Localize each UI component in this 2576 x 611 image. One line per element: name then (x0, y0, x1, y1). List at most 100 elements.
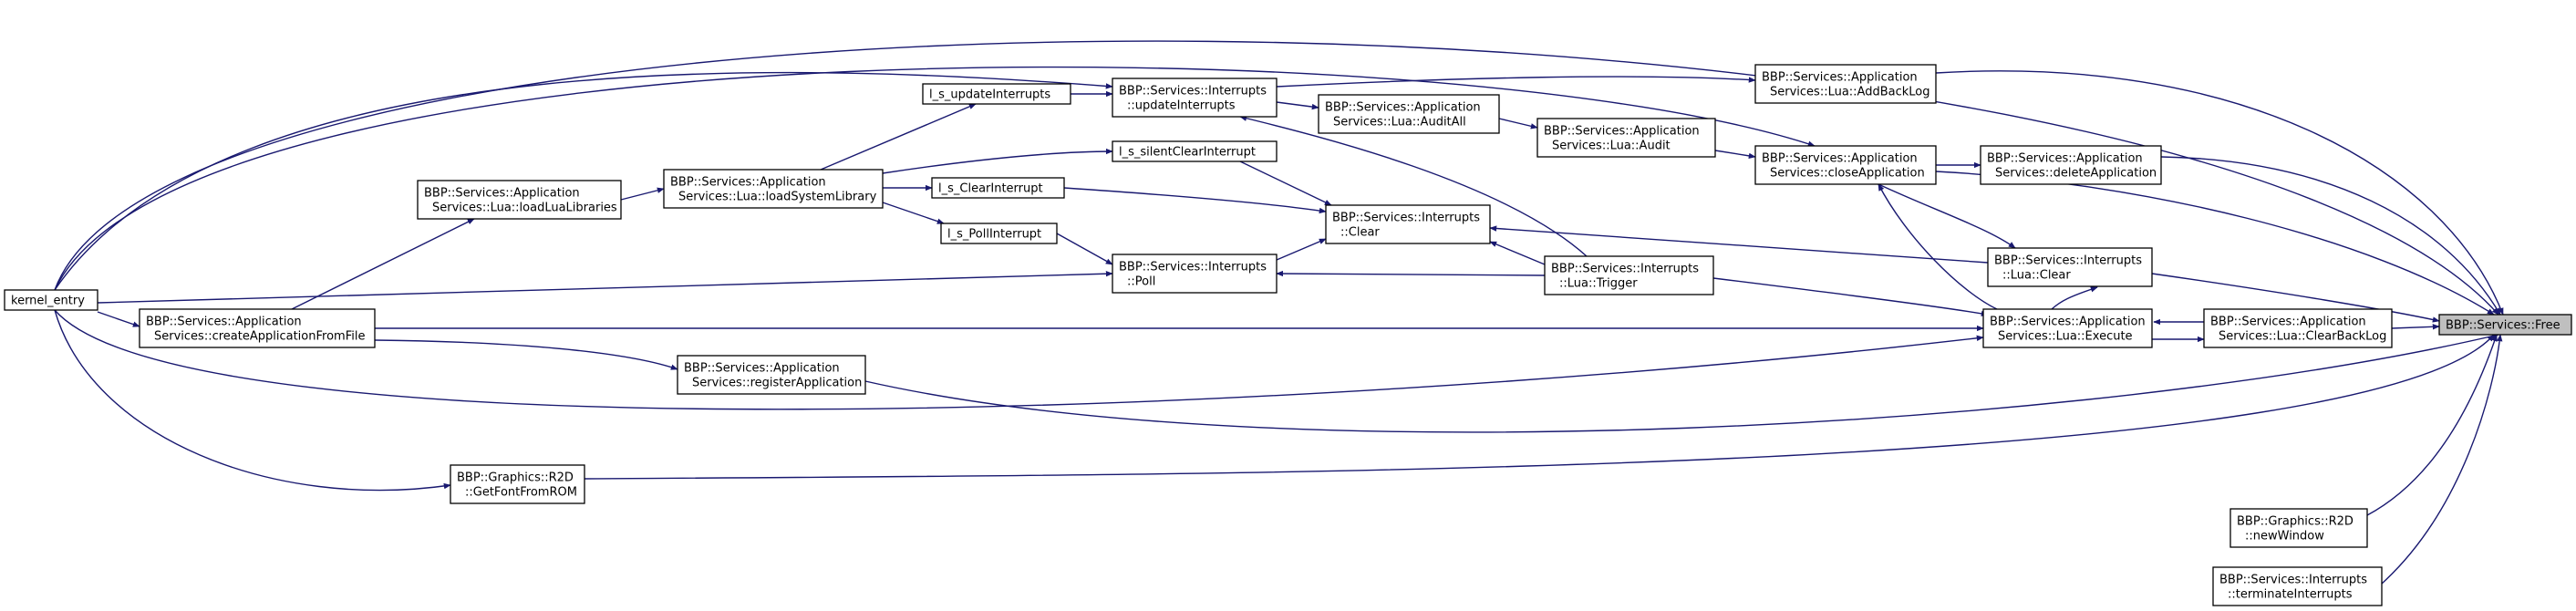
node-label-line: ::terminateInterrupts (2228, 588, 2353, 602)
node-audit-all[interactable]: BBP::Services::ApplicationServices::Lua:… (1318, 94, 1500, 134)
node-label-line: ::Poll (1127, 275, 1155, 289)
node-box (2203, 308, 2393, 348)
edge-silent-clear (1239, 161, 1332, 206)
node-lua-clear[interactable]: BBP::Services::Interrupts::Lua::Clear (1987, 247, 2153, 287)
node-create-app[interactable]: BBP::Services::ApplicationServices::crea… (139, 308, 376, 348)
edge-new-window-free (2366, 334, 2498, 516)
node-clear[interactable]: BBP::Services::Interrupts::Clear (1325, 204, 1491, 244)
node-box (922, 83, 1071, 105)
edge-audit-all-audit (1498, 118, 1538, 129)
node-clear-backlog[interactable]: BBP::Services::ApplicationServices::Lua:… (2203, 308, 2393, 348)
node-load-sys-lib[interactable]: BBP::Services::ApplicationServices::Lua:… (663, 169, 884, 209)
nodes-layer: BBP::Services::Freekernel_entryBBP::Serv… (4, 64, 2572, 606)
node-label-line: ::Lua::Trigger (1559, 277, 1638, 291)
edge-create-register (374, 339, 678, 370)
node-label-line: BBP::Services::Application (1762, 71, 1918, 85)
node-l-s-silent[interactable]: l_s_silentClearInterrupt (1112, 140, 1278, 162)
node-get-font[interactable]: BBP::Graphics::R2D::GetFontFromROM (450, 464, 585, 504)
node-box (1987, 247, 2153, 287)
edge-clear-backlog-free (2391, 324, 2440, 330)
edge-l-s-poll-poll (1056, 233, 1113, 265)
node-label-line: ::Lua::Clear (2002, 269, 2071, 283)
node-label-line: l_s_ClearInterrupt (938, 182, 1043, 196)
node-box (2438, 314, 2572, 336)
node-label-line: Services::Lua::AddBackLog (1770, 86, 1930, 99)
node-box (1536, 118, 1716, 158)
node-label-line: l_s_PollInterrupt (947, 228, 1041, 242)
node-label-line: Services::Lua::Execute (1998, 330, 2133, 344)
edge-audit-close (1714, 150, 1756, 160)
node-new-window[interactable]: BBP::Graphics::R2D::newWindow (2229, 508, 2368, 548)
edge-trigger-poll (1276, 270, 1546, 277)
edge-add-backlog-free (1935, 70, 2504, 316)
node-box (931, 177, 1065, 199)
node-label-line: ::newWindow (2245, 530, 2324, 544)
node-box (1544, 255, 1714, 295)
node-terminate-int[interactable]: BBP::Services::Interrupts::terminateInte… (2212, 566, 2383, 606)
node-label-line: BBP::Services::Application (2210, 316, 2366, 329)
node-label-line: Services::createApplicationFromFile (154, 330, 365, 344)
node-box (139, 308, 376, 348)
node-load-lua-libs[interactable]: BBP::Services::ApplicationServices::Lua:… (417, 180, 622, 220)
edge-register-free (864, 333, 2499, 433)
edge-terminate-free (2381, 334, 2503, 585)
node-label-line: BBP::Services::Interrupts (1551, 263, 1699, 276)
node-box (677, 355, 866, 395)
edge-load-sys-silent (882, 148, 1113, 174)
node-box (4, 289, 98, 311)
node-poll[interactable]: BBP::Services::Interrupts::Poll (1112, 254, 1278, 294)
node-box (1754, 145, 1937, 185)
edge-delete-free (2160, 156, 2501, 316)
node-label-line: l_s_updateInterrupts (929, 88, 1050, 102)
node-label-line: BBP::Services::Application (424, 187, 580, 201)
node-box (663, 169, 884, 209)
node-box (450, 464, 585, 504)
node-label-line: Services::Lua::Audit (1552, 140, 1671, 153)
node-label-line: Services::deleteApplication (1995, 167, 2157, 181)
node-audit[interactable]: BBP::Services::ApplicationServices::Lua:… (1536, 118, 1716, 158)
node-trigger[interactable]: BBP::Services::Interrupts::Lua::Trigger (1544, 255, 1714, 295)
node-l-s-clear[interactable]: l_s_ClearInterrupt (931, 177, 1065, 199)
edge-kernel-create (97, 311, 140, 327)
node-label-line: Services::Lua::ClearBackLog (2219, 330, 2386, 344)
node-box (417, 180, 622, 220)
edge-update-audit-all (1276, 101, 1319, 110)
node-label-line: BBP::Services::Interrupts (1994, 254, 2142, 268)
node-box (1325, 204, 1491, 244)
edge-kernel-free (54, 40, 2499, 316)
node-box (1982, 308, 2153, 348)
node-free[interactable]: BBP::Services::Free (2438, 314, 2572, 336)
edge-lua-clear-free (2151, 273, 2440, 323)
node-box (1980, 145, 2162, 185)
node-box (2212, 566, 2383, 606)
node-l-s-poll[interactable]: l_s_PollInterrupt (940, 223, 1058, 244)
node-label-line: BBP::Services::Interrupts (2219, 574, 2367, 587)
node-label-line: BBP::Graphics::R2D (457, 471, 574, 485)
node-box (1112, 140, 1278, 162)
node-box (1112, 254, 1278, 294)
node-label-line: Services::registerApplication (692, 377, 862, 390)
edge-poll-clear (1276, 238, 1327, 261)
node-add-backlog[interactable]: BBP::Services::ApplicationServices::Lua:… (1754, 64, 1937, 104)
node-label-line: BBP::Services::Application (1990, 316, 2146, 329)
node-label-line: l_s_silentClearInterrupt (1119, 146, 1256, 160)
node-l-s-update[interactable]: l_s_updateInterrupts (922, 83, 1071, 105)
edge-kernel-execute (54, 309, 1984, 410)
node-delete-app[interactable]: BBP::Services::ApplicationServices::dele… (1980, 145, 2162, 185)
node-label-line: BBP::Services::Application (146, 316, 302, 329)
edge-get-font-free (584, 334, 2495, 480)
node-label-line: Services::closeApplication (1770, 167, 1925, 181)
node-label-line: BBP::Services::Application (670, 176, 826, 190)
edge-trigger-update (1239, 115, 1588, 257)
node-label-line: BBP::Services::Application (1987, 152, 2143, 166)
node-label-line: BBP::Services::Interrupts (1332, 212, 1480, 225)
node-update-int[interactable]: BBP::Services::Interrupts::updateInterru… (1112, 78, 1278, 118)
node-label-line: BBP::Services::Application (1544, 125, 1700, 139)
node-execute[interactable]: BBP::Services::ApplicationServices::Lua:… (1982, 308, 2153, 348)
node-close-app[interactable]: BBP::Services::ApplicationServices::clos… (1754, 145, 1937, 185)
node-register-app[interactable]: BBP::Services::ApplicationServices::regi… (677, 355, 866, 395)
node-box (1754, 64, 1937, 104)
edge-kernel-close (54, 66, 1816, 291)
node-kernel-entry[interactable]: kernel_entry (4, 289, 98, 311)
node-label-line: BBP::Services::Application (684, 362, 840, 376)
